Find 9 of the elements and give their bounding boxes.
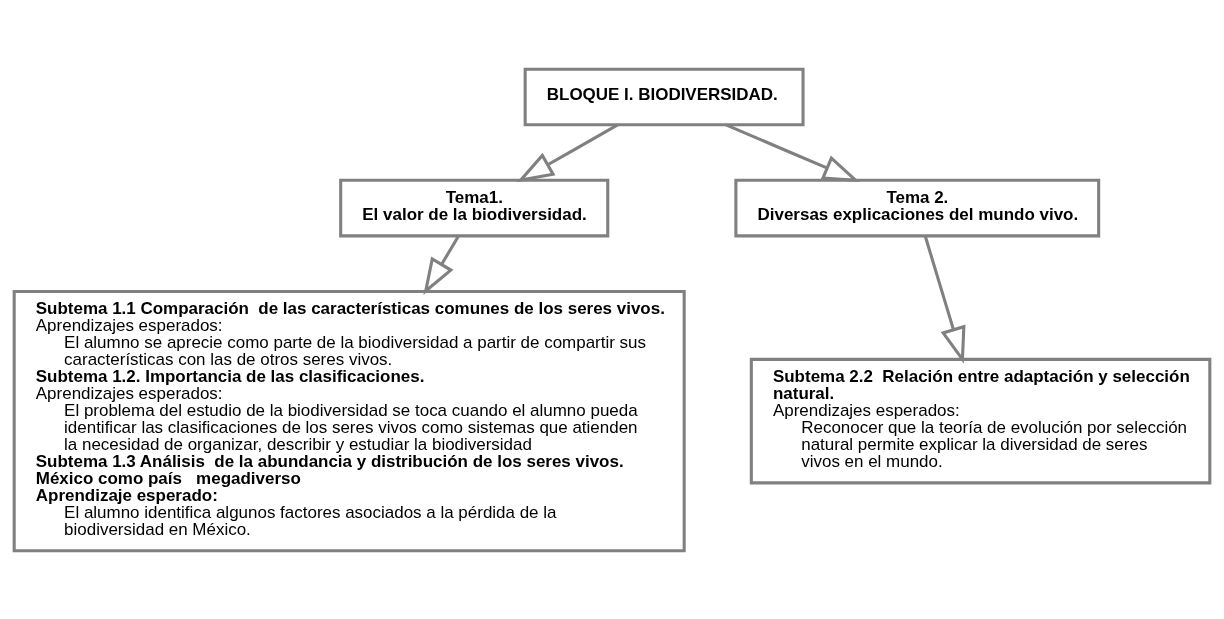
node-box: Subtema 1.1 Comparación de las características comunes de los seres vivos. Aprendizajes esperados: El alumno se aprecie como parte de la biodiversidad a partir de compartir sus características con las de otros seres vivos. Subtema 1.2. Importancia de las clasificaciones. Aprendizajes esperados: El problema del estudio de la biodiversidad se toca cuando el alumno pueda identificar las clasificaciones de los seres vivos como sistemas que atienden la necesidad de organizar, describir y estudiar la biodiversidad Subtema 1.3 Análisis de la abundancia y distribución de los seres vivos. México como país megadiverso Aprendizaje esperado: El alumno identifica algunos factores asociados a la pérdida de la biodiversidad en México. [12,289,686,552]
node-box: Subtema 2.2 Relación entre adaptación y selección natural. Aprendizajes esperados: Reconocer que la teoría de evolución por selección natural permite explicar la diversidad de seres vivos en el mundo. [749,357,1212,484]
node-box: Tema1. El valor de la biodiversidad. [339,178,610,237]
node-box: BLOQUE I. BIODIVERSIDAD. [523,67,805,126]
node-box: Tema 2. Diversas explicaciones del mundo vivo. [734,178,1101,237]
arrow [423,234,460,295]
arrow [516,123,619,182]
arrow [725,123,860,182]
arrow [923,235,966,364]
